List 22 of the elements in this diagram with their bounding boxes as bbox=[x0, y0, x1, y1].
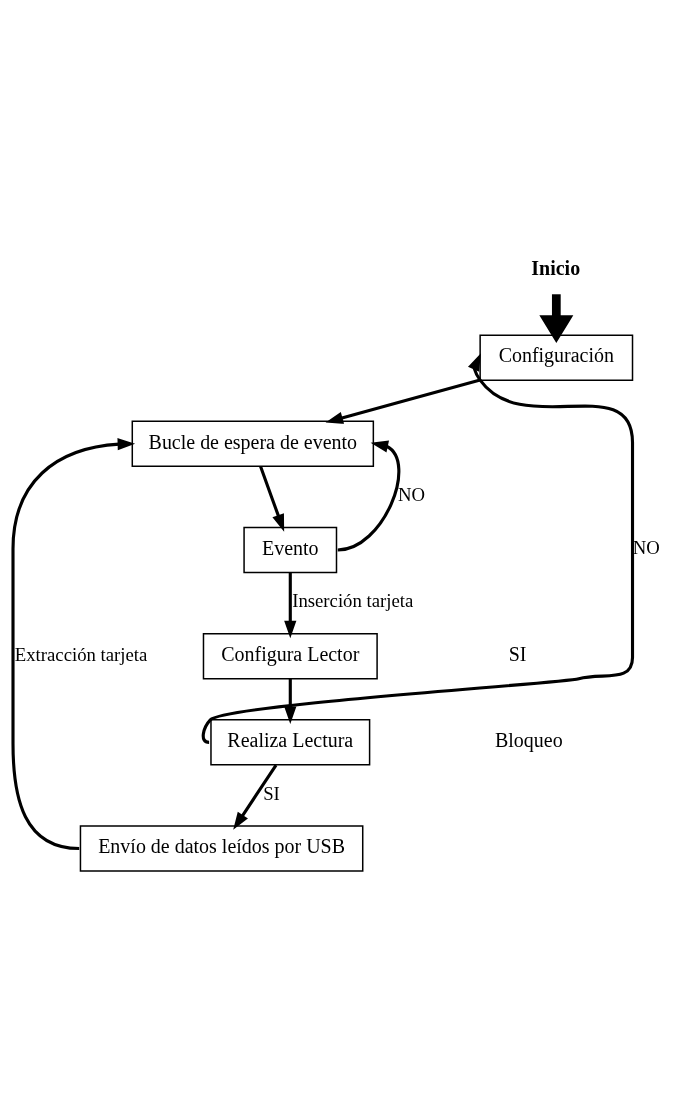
node-box: Bucle de espera de evento bbox=[131, 420, 375, 467]
node-text: Inicio bbox=[531, 256, 581, 279]
arrow bbox=[337, 440, 401, 552]
arrow bbox=[259, 465, 285, 532]
edge-label: NO bbox=[632, 536, 660, 558]
label: SI bbox=[508, 642, 527, 665]
edge-label: Extracción tarjeta bbox=[14, 643, 148, 665]
node-box: Realiza Lectura bbox=[210, 718, 371, 766]
label: Bloqueo bbox=[495, 728, 563, 751]
arrow bbox=[11, 437, 136, 850]
arrow bbox=[284, 678, 297, 724]
edge-label: NO bbox=[397, 483, 425, 505]
arrow bbox=[284, 572, 297, 638]
arrow bbox=[325, 377, 481, 424]
edge-label: Inserción tarjeta bbox=[292, 589, 414, 611]
node-box: Evento bbox=[243, 526, 338, 573]
arrow bbox=[233, 763, 278, 830]
arrow bbox=[539, 293, 574, 343]
node-box: Configuración bbox=[479, 333, 634, 381]
node-box: Envío de datos leídos por USB bbox=[79, 824, 364, 872]
edge-label: SI bbox=[263, 782, 280, 804]
node-box: Configura Lector bbox=[202, 632, 378, 679]
